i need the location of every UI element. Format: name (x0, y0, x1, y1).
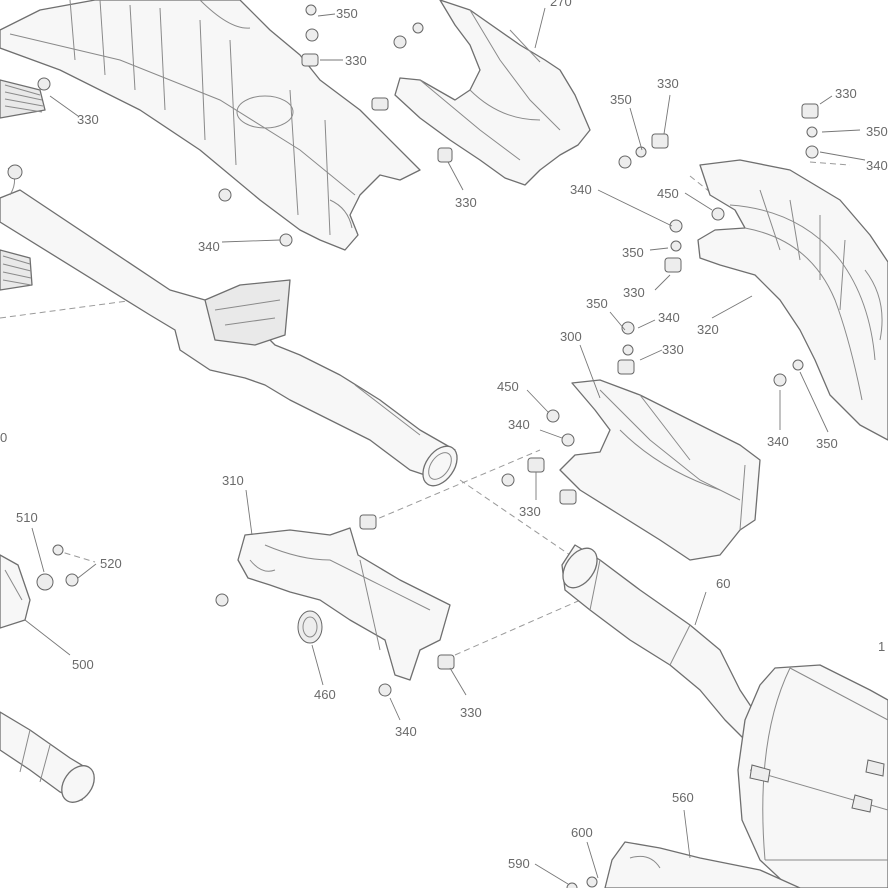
callout-340-b: 340 (570, 182, 592, 197)
callout-60: 60 (716, 576, 730, 591)
bracket-500 (0, 544, 79, 629)
bracket-310 (237, 527, 451, 681)
callout-460: 460 (314, 687, 336, 702)
callout-330-g: 330 (662, 342, 684, 357)
callout-330-i: 330 (460, 705, 482, 720)
callout-300: 300 (560, 329, 582, 344)
callout-500: 500 (72, 657, 94, 672)
upper-heat-shield (0, 0, 421, 251)
left-grille-mid (0, 249, 33, 291)
leader-lines (24, 7, 866, 885)
right-curved-shield-320 (697, 159, 888, 441)
left-grille-top (0, 79, 46, 119)
callout-350-b: 350 (610, 92, 632, 107)
center-heat-shield-270 (394, 0, 591, 186)
long-exhaust-pipe (0, 164, 458, 487)
callout-270: 270 (550, 0, 572, 9)
callout-350-e: 350 (586, 296, 608, 311)
callout-350-a: 350 (336, 6, 358, 21)
callout-310: 310 (222, 473, 244, 488)
pipe-60 (561, 544, 761, 741)
bottom-shield-560 (604, 841, 801, 888)
callout-330-h: 330 (519, 504, 541, 519)
callout-590: 590 (508, 856, 530, 871)
callout-340-d: 340 (658, 310, 680, 325)
hardware (37, 4, 819, 888)
callout-350-d: 350 (866, 124, 888, 139)
callout-450-a: 450 (657, 186, 679, 201)
callout-1-partial: 1 (878, 639, 885, 654)
callout-600: 600 (571, 825, 593, 840)
middle-heat-shield-300 (559, 379, 761, 561)
callout-330-a: 330 (345, 53, 367, 68)
callout-340-e: 340 (508, 417, 530, 432)
callout-320: 320 (697, 322, 719, 337)
callout-330-f: 330 (835, 86, 857, 101)
callout-0-partial: 0 (0, 430, 7, 445)
callout-340-g: 340 (395, 724, 417, 739)
callout-350-f: 350 (816, 436, 838, 451)
callout-510: 510 (16, 510, 38, 525)
callout-520: 520 (100, 556, 122, 571)
muffler (737, 664, 888, 888)
callout-450-b: 450 (497, 379, 519, 394)
grommet-460 (297, 610, 323, 644)
callout-560: 560 (672, 790, 694, 805)
callout-340-c: 340 (866, 158, 888, 173)
callout-340-f: 340 (767, 434, 789, 449)
callout-350-c: 350 (622, 245, 644, 260)
callout-330-e: 330 (623, 285, 645, 300)
callout-330-d: 330 (657, 76, 679, 91)
callout-330-b: 330 (77, 112, 99, 127)
callout-330-c: 330 (455, 195, 477, 210)
callout-340-a: 340 (198, 239, 220, 254)
lower-left-pipe (0, 711, 95, 803)
